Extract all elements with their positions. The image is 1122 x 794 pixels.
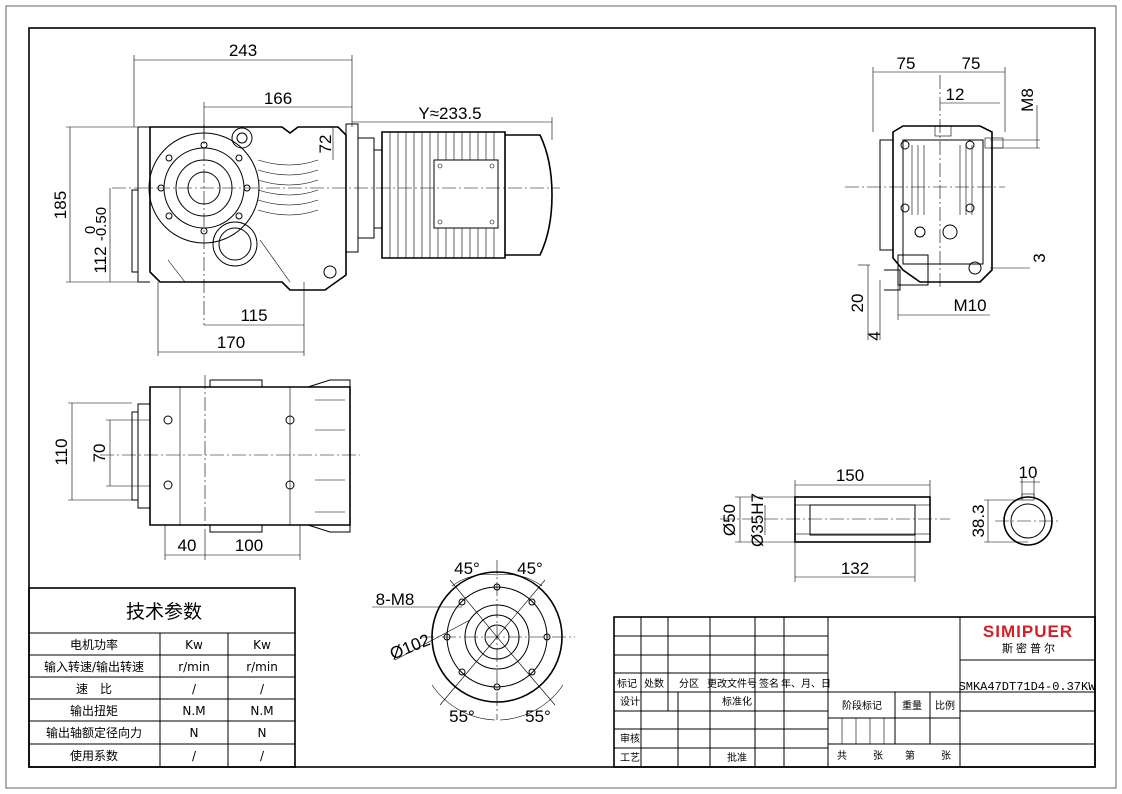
title-block — [613, 616, 1096, 768]
label-sheets: 张 — [873, 750, 883, 762]
outer-frame — [5, 5, 1117, 789]
dim-75-right: 75 — [962, 54, 981, 73]
rev-header-zone: 分区 — [679, 678, 699, 690]
tech-row-4-v1: N — [190, 726, 199, 740]
dim-4: 4 — [865, 331, 884, 340]
inner-frame — [28, 27, 1096, 768]
tech-row-5-v2: / — [260, 749, 265, 763]
label-scale: 比例 — [935, 699, 955, 712]
tech-row-4-v2: N — [258, 726, 267, 740]
dim-110: 110 — [52, 438, 71, 465]
dimension-labels: 243 166 Y≈233.5 185 112 0 -0.50 72 115 1… — [51, 41, 1049, 726]
dim-key-38-3: 38.3 — [969, 504, 988, 537]
dim-243: 243 — [229, 41, 257, 60]
front-view — [66, 55, 560, 356]
model-number: SMKA47DT71D4-0.37KW — [959, 680, 1097, 694]
dim-angle-45-left: 45° — [454, 559, 480, 578]
tech-table — [28, 587, 296, 768]
tech-row-3-v1: N.M — [182, 704, 205, 718]
rev-header-mark: 标记 — [617, 678, 637, 690]
dim-m8: M8 — [1018, 88, 1037, 112]
rev-header-sign: 签名 — [759, 677, 779, 690]
dim-3: 3 — [1030, 253, 1049, 262]
tech-table-title: 技术参数 — [126, 601, 202, 623]
tech-row-2-param: 速 比 — [76, 682, 112, 696]
dim-8-m8: 8-M8 — [376, 590, 415, 609]
label-review: 审核 — [620, 732, 640, 745]
label-weight: 重量 — [902, 699, 922, 712]
dim-132: 132 — [841, 559, 869, 578]
title-block-text: 标记 处数 分区 更改文件号 签名 年、月、日 设计 标准化 审核 工艺 批准 … — [617, 622, 1096, 764]
dim-pcd-102: Ø102 — [387, 630, 433, 663]
label-design: 设计 — [620, 695, 640, 708]
rev-header-count: 处数 — [644, 677, 664, 690]
dim-185: 185 — [51, 191, 70, 219]
tech-row-2-v2: / — [260, 682, 265, 696]
dim-angle-45-right: 45° — [517, 559, 543, 578]
dim-150: 150 — [836, 466, 864, 485]
tech-row-2-v1: / — [192, 682, 197, 696]
dim-112: 112 — [91, 246, 110, 273]
brand-cn: 斯密普尔 — [1002, 641, 1058, 655]
dim-angle-55-left: 55° — [449, 707, 475, 726]
dim-112-tol-upper: 0 — [82, 226, 99, 234]
dim-12: 12 — [946, 85, 965, 104]
flange-view — [372, 560, 575, 721]
side-view — [845, 67, 1040, 340]
tech-row-5-param: 使用系数 — [70, 748, 118, 763]
dim-key-10: 10 — [1019, 463, 1038, 482]
brand-logo: SIMIPUER — [983, 622, 1073, 641]
label-process: 工艺 — [620, 752, 640, 764]
tech-table-text: 技术参数 电机功率 Kw Kw 输入转速/输出转速 r/min r/min 速 … — [44, 601, 278, 763]
dim-40: 40 — [178, 536, 197, 555]
shaft-view — [720, 478, 1060, 582]
tech-row-1-param: 输入转速/输出转速 — [44, 659, 144, 674]
dim-170: 170 — [217, 333, 245, 352]
label-sheet: 张 — [941, 750, 951, 762]
tech-row-3-param: 输出扭矩 — [70, 703, 118, 718]
label-total: 共 — [837, 750, 847, 762]
label-page-no: 第 — [905, 749, 915, 762]
tech-row-0-v2: Kw — [253, 638, 271, 652]
label-approve: 批准 — [727, 751, 747, 764]
dim-112-tol-lower: -0.50 — [93, 207, 110, 241]
dim-m10: M10 — [953, 296, 986, 315]
rev-header-doc: 更改文件号 — [707, 677, 757, 690]
dim-dia-35h7: Ø35H7 — [748, 493, 767, 547]
tech-row-1-v1: r/min — [178, 660, 210, 674]
dim-20: 20 — [848, 294, 867, 313]
dim-70: 70 — [90, 444, 109, 463]
dim-dia-50: Ø50 — [720, 504, 739, 536]
dim-115: 115 — [240, 306, 267, 325]
tech-row-3-v2: N.M — [250, 704, 273, 718]
tech-row-0-param: 电机功率 — [70, 637, 118, 652]
tech-row-1-v2: r/min — [246, 660, 278, 674]
rev-header-date: 年、月、日 — [781, 677, 831, 690]
dim-angle-55-right: 55° — [525, 707, 551, 726]
dim-motor-length: Y≈233.5 — [418, 104, 481, 123]
top-view — [68, 375, 360, 560]
tech-row-0-v1: Kw — [185, 638, 203, 652]
dim-75-left: 75 — [897, 54, 916, 73]
dim-166: 166 — [264, 89, 292, 108]
tech-row-4-param: 输出轴额定径向力 — [46, 725, 142, 740]
tech-row-5-v1: / — [192, 749, 197, 763]
dim-100: 100 — [235, 536, 263, 555]
dim-72: 72 — [316, 135, 335, 154]
label-stage-mark: 阶段标记 — [842, 699, 882, 712]
label-standardize: 标准化 — [722, 695, 752, 708]
